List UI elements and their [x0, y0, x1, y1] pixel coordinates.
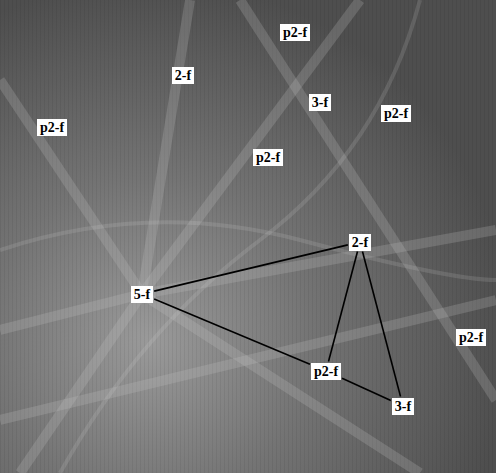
triangle-edge — [329, 252, 358, 362]
axis-label-box: p2-f — [311, 363, 341, 380]
triangle-edge — [154, 245, 348, 291]
axis-label: 3-f — [395, 399, 411, 414]
axis-label: 3-f — [312, 95, 328, 110]
axis-label: 5-f — [134, 287, 150, 302]
axis-label-box: 2-f — [349, 234, 371, 251]
axis-label-box: 5-f — [131, 286, 153, 303]
triangle-edge — [362, 252, 400, 397]
axis-label-box: p2-f — [381, 105, 411, 122]
axis-label: 2-f — [352, 235, 368, 250]
axis-label: p2-f — [256, 150, 280, 165]
axis-label-box: p2-f — [37, 119, 67, 136]
axis-label: p2-f — [314, 364, 338, 379]
axis-label-box: 2-f — [172, 67, 194, 84]
axis-label: 2-f — [175, 68, 191, 83]
triangle-edge — [154, 299, 310, 364]
axis-label-box: 3-f — [392, 398, 414, 415]
axis-label: p2-f — [283, 25, 307, 40]
axis-label-box: p2-f — [280, 24, 310, 41]
axis-label: p2-f — [459, 330, 483, 345]
axis-label: p2-f — [384, 106, 408, 121]
axis-label-box: p2-f — [253, 149, 283, 166]
triangle-edge — [342, 378, 391, 400]
axis-label: p2-f — [40, 120, 64, 135]
axis-label-box: 3-f — [309, 94, 331, 111]
axis-label-box: p2-f — [456, 329, 486, 346]
